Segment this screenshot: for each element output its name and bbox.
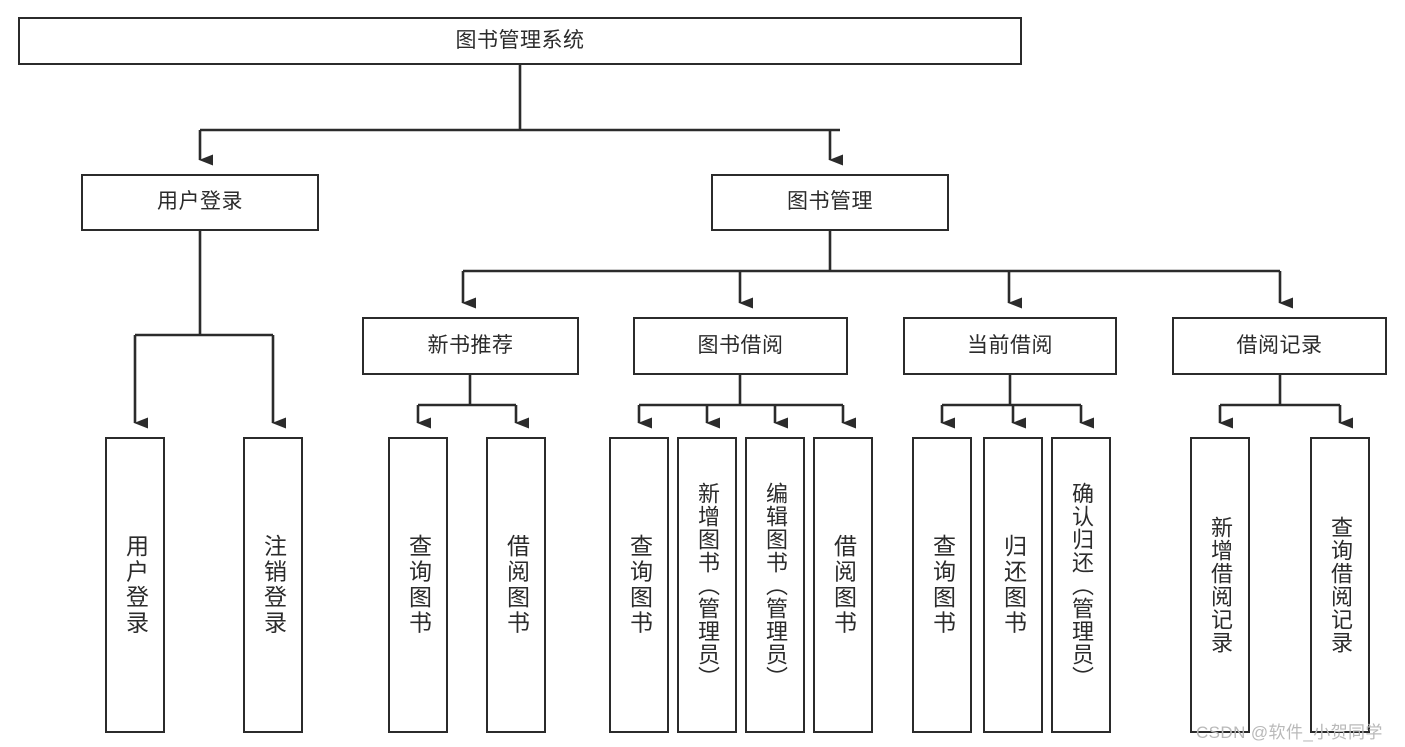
node-book-borrow[interactable]: 图书借阅 [633,317,848,375]
node-leaf-confirm-return[interactable]: 确认归还（管理员） [1051,437,1111,733]
node-leaf-query-book-3-label: 查询图书 [929,534,956,636]
node-new-book-rec-label: 新书推荐 [427,333,514,357]
node-current-borrow-label: 当前借阅 [967,333,1053,357]
node-leaf-user-logout[interactable]: 注销登录 [243,437,303,733]
node-leaf-query-book-1[interactable]: 查询图书 [388,437,448,733]
node-leaf-borrow-book-1-label: 借阅图书 [503,534,530,636]
node-leaf-borrow-book-2[interactable]: 借阅图书 [813,437,873,733]
node-leaf-edit-book[interactable]: 编辑图书（管理员） [745,437,805,733]
node-book-manage-label: 图书管理 [787,190,873,214]
node-leaf-borrow-book-1[interactable]: 借阅图书 [486,437,546,733]
node-root[interactable]: 图书管理系统 [18,17,1022,65]
node-leaf-query-book-2-label: 查询图书 [626,534,653,636]
node-leaf-query-book-2[interactable]: 查询图书 [609,437,669,733]
node-leaf-edit-book-label: 编辑图书（管理员） [763,481,788,689]
node-leaf-user-logout-label: 注销登录 [260,534,287,636]
node-book-borrow-label: 图书借阅 [697,333,784,357]
node-leaf-query-book-1-label: 查询图书 [405,534,432,636]
node-book-manage[interactable]: 图书管理 [711,174,949,231]
node-leaf-borrow-book-2-label: 借阅图书 [830,534,857,636]
node-leaf-return-book-label: 归还图书 [1000,534,1027,636]
node-borrow-record[interactable]: 借阅记录 [1172,317,1387,375]
node-leaf-user-login-label: 用户登录 [122,534,149,636]
node-borrow-record-label: 借阅记录 [1236,333,1323,357]
node-new-book-rec[interactable]: 新书推荐 [362,317,579,375]
node-leaf-confirm-return-label: 确认归还（管理员） [1069,481,1094,689]
node-leaf-user-login[interactable]: 用户登录 [105,437,165,733]
node-root-label: 图书管理系统 [455,28,585,52]
node-user-login[interactable]: 用户登录 [81,174,319,231]
node-leaf-query-record-label: 查询借阅记录 [1328,516,1353,654]
node-leaf-add-record-label: 新增借阅记录 [1208,516,1233,654]
node-current-borrow[interactable]: 当前借阅 [903,317,1117,375]
node-leaf-return-book[interactable]: 归还图书 [983,437,1043,733]
node-leaf-query-record[interactable]: 查询借阅记录 [1310,437,1370,733]
node-leaf-add-book[interactable]: 新增图书（管理员） [677,437,737,733]
node-leaf-add-book-label: 新增图书（管理员） [695,481,720,689]
node-user-login-label: 用户登录 [157,190,243,214]
node-leaf-add-record[interactable]: 新增借阅记录 [1190,437,1250,733]
csdn-watermark: CSDN @软件_小贺同学 [1196,723,1383,742]
node-leaf-query-book-3[interactable]: 查询图书 [912,437,972,733]
